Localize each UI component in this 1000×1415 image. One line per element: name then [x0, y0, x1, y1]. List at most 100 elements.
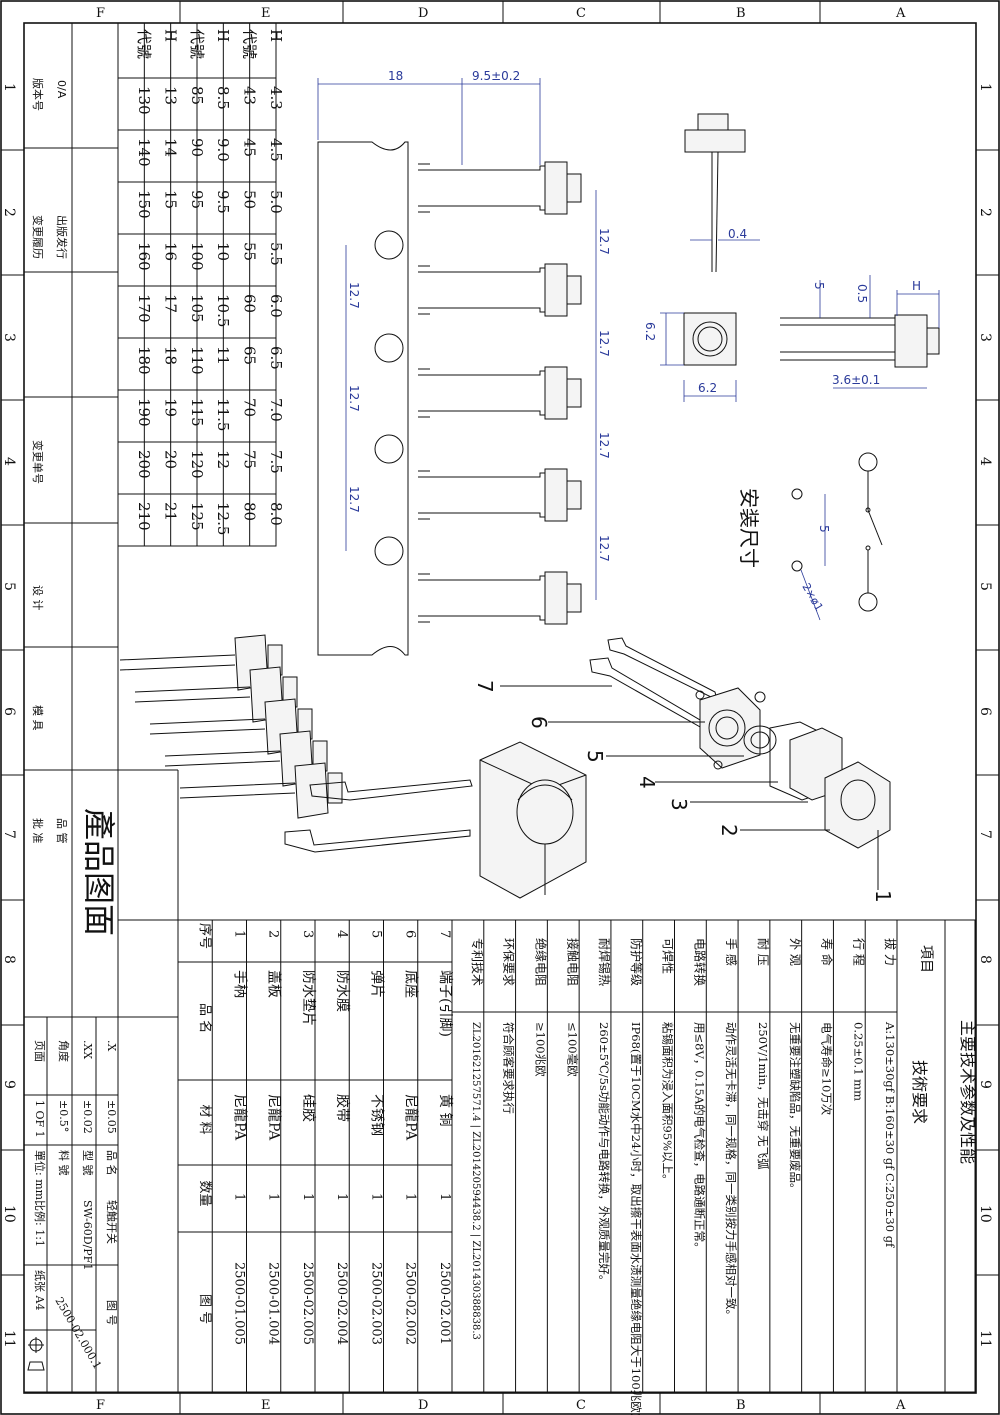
tolerance-key: .X: [105, 1040, 118, 1051]
bom-qty: 1: [334, 1193, 349, 1201]
size-cell: 210: [135, 502, 153, 531]
size-cell: 20: [162, 450, 180, 469]
dim-pitch-g: 12.7: [597, 535, 611, 562]
spec-item: 行 程: [851, 938, 866, 966]
bom-drawing: 2500-01.005: [231, 1262, 246, 1345]
zone-number-left: 2: [1, 208, 17, 217]
size-cell: 11: [214, 346, 232, 365]
strip-history: 变更履历: [31, 215, 45, 259]
dim-0-5: 0.5: [855, 284, 869, 303]
dim-0-4: 0.4: [728, 227, 747, 241]
callout-5: 5: [583, 750, 607, 763]
zone-number-left: 5: [1, 582, 17, 591]
zone-number-left: 3: [1, 333, 17, 342]
spec-value: 动作灵活无卡滞，同一规格，同一类别按力手感相对一致。: [724, 1022, 738, 1321]
left-title-strip: 0/A 版本号 出版发行 变更履历 变更单号 设 计 模 具 品 管 批 准 產…: [24, 23, 179, 1018]
zone-number-left: 1: [1, 83, 17, 92]
bom-material: 不锈钢: [368, 1094, 384, 1136]
spec-item: 寿 命: [820, 938, 835, 966]
spec-item: 手 感: [724, 938, 739, 966]
spec-item: 可焊性: [661, 938, 676, 974]
dim-H: H: [912, 279, 921, 293]
bom-drawing: 2500-02.003: [368, 1262, 383, 1345]
zone-number-left: 11: [1, 1330, 17, 1348]
strip-version: 0/A: [55, 80, 68, 99]
spec-item: 耐 压: [756, 938, 770, 966]
strip-design: 设 计: [31, 585, 44, 611]
stacked-switches-3d: [119, 634, 343, 819]
size-cell: 6.5: [267, 346, 285, 370]
strip-change-no: 变更单号: [31, 440, 45, 484]
size-cell: 8.0: [267, 502, 285, 526]
info-key: 品 名: [105, 1150, 119, 1176]
dim-6-2-h: 6.2: [698, 381, 717, 395]
projection-cone: [27, 1361, 45, 1371]
size-cell: 80: [241, 502, 259, 521]
bom-qty: 1: [403, 1193, 418, 1201]
dim-2x1: 2×ø1: [799, 581, 825, 613]
zone-letter-bottom: B: [736, 1398, 746, 1413]
spec-item: 环保要求: [502, 938, 516, 986]
tolerance-value: ±0.02: [81, 1100, 94, 1134]
spec-title: 主要技术参数及性能: [958, 1020, 977, 1164]
dim-pitch-f: 12.7: [597, 432, 611, 459]
size-cell: 105: [188, 294, 206, 323]
bom-no: 7: [437, 930, 452, 938]
bom-no: 2: [266, 930, 281, 938]
bom-qty: 1: [300, 1193, 315, 1201]
bom-name: 底座: [403, 970, 419, 998]
zone-number-right: 8: [977, 955, 993, 964]
zone-number-left: 8: [1, 955, 17, 964]
size-row-label: 代號: [241, 29, 259, 59]
bom-drawing: 2500-02.004: [334, 1262, 349, 1345]
size-row-label: H: [214, 29, 232, 42]
bom-name: 防水垫片: [300, 970, 316, 1026]
spec-value: 250V/1min，无击穿 无飞弧: [756, 1022, 770, 1170]
info-value: 比例: 1:1: [33, 1200, 47, 1247]
dim-3-6: 3.6±0.1: [832, 373, 880, 387]
bom-name: 防水膜: [334, 970, 350, 1012]
zone-letter-top: C: [576, 6, 586, 21]
callout-4: 4: [635, 776, 659, 789]
zone-number-right: 6: [977, 707, 993, 716]
tolerance-key: 角度: [57, 1040, 71, 1062]
bom-header: 品 名: [197, 1003, 213, 1033]
size-cell: 170: [135, 294, 153, 323]
zone-number-left: 4: [1, 457, 17, 466]
bom-qty: 1: [368, 1193, 383, 1201]
size-cell: 90: [188, 138, 206, 157]
dim-pitch-a: 12.7: [347, 282, 361, 309]
tolerance-key: 页面: [33, 1040, 46, 1062]
callout-1: 1: [871, 890, 895, 903]
callout-3: 3: [667, 798, 691, 811]
exploded-view: 7 6 5 4 3 2 1: [473, 637, 895, 903]
bom-no: 1: [231, 930, 246, 938]
zone-number-right: 5: [977, 582, 993, 591]
size-row-label: H: [162, 29, 180, 42]
paper-size: 纸张 A4: [33, 1270, 46, 1310]
bom-name: 盖板: [266, 970, 282, 998]
callout-2: 2: [717, 824, 741, 837]
size-cell: 130: [135, 86, 153, 115]
zone-number-left: 6: [1, 707, 17, 716]
spec-value: 粘锡面积为浸入面积95%以上。: [661, 1022, 675, 1186]
size-row-label: 代號: [135, 29, 153, 59]
size-cell: 10: [214, 242, 232, 261]
size-cell: 65: [241, 346, 259, 365]
info-value: 轻触开关: [105, 1200, 119, 1244]
switch-top-view: 6.2 6.2: [643, 312, 737, 402]
spec-value: 用≤8V，0.15A的电气检查，电路通断正常。: [692, 1022, 706, 1254]
size-cell: 125: [188, 502, 206, 531]
size-cell: 200: [135, 450, 153, 479]
spec-item: 专利技术: [470, 938, 485, 986]
size-cell: 120: [188, 450, 206, 479]
size-cell: 6.0: [267, 294, 285, 318]
dim-9-5: 9.5±0.2: [472, 69, 520, 83]
size-table: H4.34.55.05.56.06.57.07.58.0代號4345505560…: [117, 22, 285, 547]
